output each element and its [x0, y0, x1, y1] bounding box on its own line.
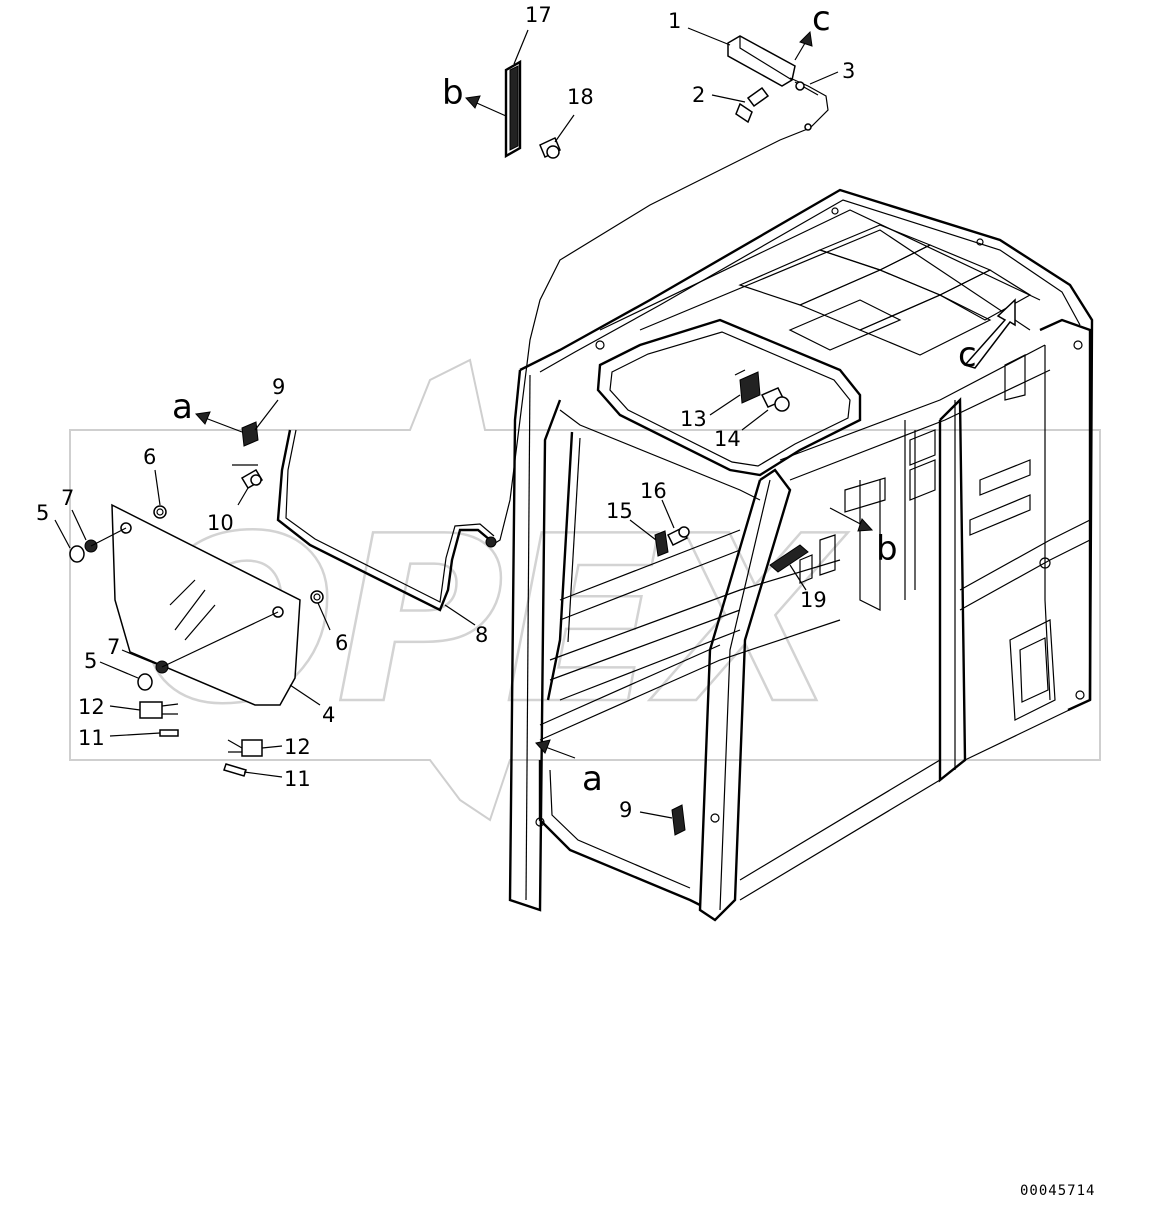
view-ref-a-top: a [172, 387, 193, 427]
part-12-strip-a [139, 701, 163, 719]
callout-8: 8 [475, 623, 488, 647]
callout-9a: 9 [272, 375, 285, 399]
callout-5a: 5 [36, 501, 49, 525]
part-5-washer-a [69, 545, 85, 563]
part-6-grommet-b [310, 590, 324, 604]
part-17-antenna-rod [504, 59, 522, 159]
view-ref-c-right: c [958, 335, 977, 375]
part-5-washer-b [137, 673, 153, 691]
callout-labels: 1 2 3 4 5 5 6 6 7 7 8 9 9 10 11 11 12 12… [36, 3, 855, 822]
part-15-bracket [654, 530, 669, 557]
callout-18: 18 [567, 85, 594, 109]
callout-16: 16 [640, 479, 667, 503]
radio-antenna-assembly [491, 35, 829, 546]
callout-6b: 6 [335, 631, 348, 655]
callout-19: 19 [800, 588, 827, 612]
callout-9b: 9 [619, 798, 632, 822]
callout-7a: 7 [61, 486, 74, 510]
view-arrows [195, 30, 1016, 759]
part-13-bracket [739, 371, 761, 404]
part-9-clip-b [671, 804, 686, 836]
callout-2: 2 [692, 83, 705, 107]
callout-5b: 5 [84, 649, 97, 673]
part-8-rail [276, 429, 497, 612]
part-4-glass [111, 503, 301, 706]
part-11-strip-b [223, 763, 247, 777]
part-12-strip-b [241, 739, 263, 757]
callout-12b: 12 [284, 735, 311, 759]
part-19-spring [769, 544, 809, 573]
side-glass-assembly [69, 503, 324, 706]
callout-11b: 11 [284, 767, 311, 791]
view-ref-b-right: b [876, 529, 898, 569]
part-9-clip-a [241, 421, 259, 447]
callout-7b: 7 [107, 635, 120, 659]
callout-3: 3 [842, 59, 855, 83]
cab-frame [508, 188, 1094, 922]
antenna-cable [491, 77, 829, 546]
part-2-bolt [746, 86, 770, 108]
catalog-code: 00045714 [1020, 1183, 1095, 1199]
part-6-grommet-a [153, 505, 167, 519]
callout-11a: 11 [78, 726, 105, 750]
leader-lines [54, 27, 839, 819]
callout-1: 1 [668, 9, 681, 33]
callout-4: 4 [322, 703, 335, 727]
clip-parts [232, 421, 686, 836]
callout-17: 17 [525, 3, 552, 27]
callout-15: 15 [606, 499, 633, 523]
seal-strips [139, 701, 263, 777]
view-ref-c-top: c [812, 0, 831, 39]
view-ref-labels: a a b b c c [172, 0, 977, 799]
callout-14: 14 [714, 427, 741, 451]
callout-6a: 6 [143, 445, 156, 469]
interior-fittings [654, 369, 809, 573]
callout-12a: 12 [78, 695, 105, 719]
callout-13: 13 [680, 407, 707, 431]
part-11-strip-a [159, 729, 179, 737]
callout-10: 10 [207, 511, 234, 535]
view-ref-a-bottom: a [582, 759, 603, 799]
view-ref-b-top: b [442, 73, 464, 113]
